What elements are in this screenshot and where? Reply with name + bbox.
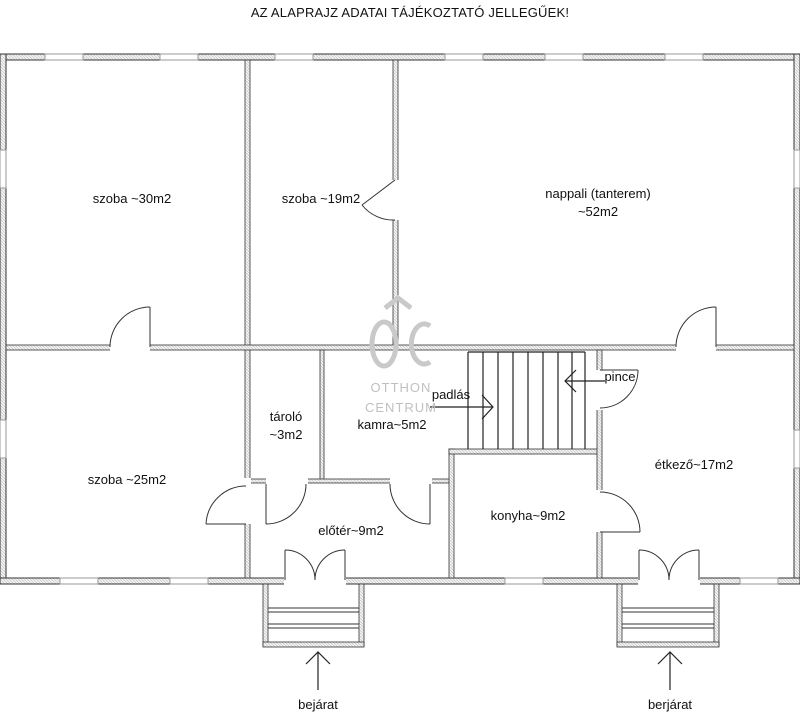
room-label-szoba-25: szoba ~25m2: [88, 472, 166, 487]
entrance-label-left: bejárat: [298, 697, 338, 712]
interior-walls: [5, 59, 795, 579]
room-label-eloter: előtér~9m2: [318, 523, 383, 538]
outer-walls: [0, 53, 800, 585]
door-openings: [110, 180, 716, 585]
room-label-nappali-line2: ~52m2: [578, 204, 618, 219]
room-label-szoba-19: szoba ~19m2: [282, 191, 360, 206]
room-label-nappali-line1: nappali (tanterem): [545, 186, 651, 201]
pince-arrow-icon: [564, 369, 605, 393]
windows-top: [44, 53, 704, 61]
room-labels: szoba ~30m2 szoba ~19m2 nappali (tantere…: [88, 186, 733, 538]
watermark-line2: CENTRUM: [365, 400, 437, 415]
room-label-szoba-30: szoba ~30m2: [93, 191, 171, 206]
otthon-centrum-watermark: OTTHON CENTRUM: [365, 294, 437, 415]
door-swings: [109, 179, 717, 581]
entrance-label-right: berjárat: [648, 697, 692, 712]
windows-side: [0, 149, 800, 585]
room-label-pince: pince: [604, 369, 635, 384]
room-label-etkezo: étkező~17m2: [655, 457, 733, 472]
right-entrance-steps: [616, 583, 720, 648]
plan-notice: AZ ALAPRAJZ ADATAI TÁJÉKOZTATÓ JELLEGŰEK…: [251, 5, 569, 20]
padlas-arrow-icon: [430, 394, 494, 420]
room-label-kamra: kamra~5m2: [358, 417, 427, 432]
staircase: [467, 351, 586, 449]
left-entrance-steps: [262, 583, 365, 648]
watermark-line1: OTTHON: [371, 380, 432, 395]
room-label-tarolo-line1: tároló: [270, 409, 303, 424]
room-label-konyha: konyha~9m2: [491, 508, 566, 523]
right-entrance-arrow-icon: [657, 651, 683, 690]
left-entrance-arrow-icon: [305, 651, 331, 690]
room-label-tarolo-line2: ~3m2: [270, 427, 303, 442]
room-label-padlas: padlás: [432, 387, 471, 402]
